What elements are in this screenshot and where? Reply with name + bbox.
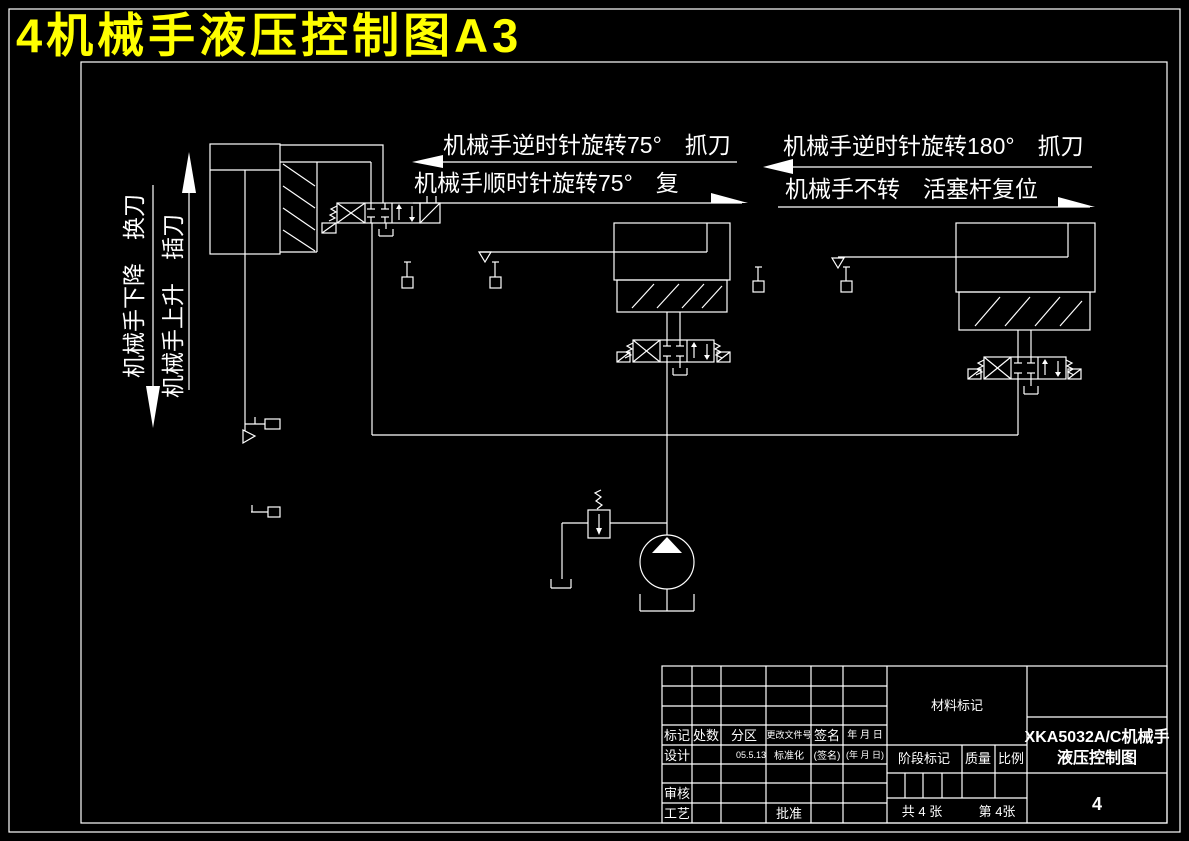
swing-cylinder-75: [477, 222, 731, 340]
tank-icon: [378, 223, 394, 237]
page-number: 4: [1092, 794, 1102, 814]
mount-block: [616, 279, 728, 313]
tank-icon: [639, 594, 695, 612]
right-solenoid-icon: [419, 196, 441, 224]
mount-hatch-icon: [974, 296, 1083, 327]
right-arrowhead-icon: [711, 193, 748, 203]
sheet-number: 第 4张: [979, 804, 1016, 819]
rod-end-arrow-icon: [242, 429, 257, 445]
left-spring-icon: [624, 342, 634, 359]
cushion-component-a: [401, 261, 414, 289]
rod-end-vent-icon: [477, 251, 493, 264]
rotation-180-annotation: 机械手逆时针旋转180° 抓刀 机械手不转 活塞杆复位: [763, 133, 1095, 208]
approve-label: 批准: [776, 806, 802, 821]
mark-label: 标记: [664, 728, 690, 743]
right-arrowhead-icon: [1058, 197, 1095, 207]
left-arrowhead-icon: [412, 155, 443, 168]
crossed-flow-icon: [983, 356, 1012, 380]
page-title: 4机械手液压控制图A3: [16, 9, 522, 62]
rod-component-lower: [251, 505, 281, 518]
right-solenoid-icon: [716, 351, 731, 363]
cushion-component-c: [752, 266, 765, 293]
closed-center-icon: [367, 203, 389, 223]
quality-label: 质量: [965, 751, 991, 766]
cushion-component-b: [489, 261, 502, 289]
hand-up-label: 机械手上升 插刀: [160, 214, 186, 398]
swing-cylinder-180: [830, 222, 1096, 357]
crossed-flow-icon: [632, 339, 661, 363]
right-solenoid-icon: [1067, 368, 1082, 380]
material-mark-label: 材料标记: [931, 698, 983, 713]
swing75-directional-valve: [616, 339, 731, 535]
change-doc-label: 更改文件号: [766, 729, 811, 740]
closed-center-icon: [1014, 357, 1035, 379]
wall-hatch-icon: [282, 163, 316, 252]
up-arrowhead-icon: [182, 152, 196, 193]
spring-icon: [328, 205, 338, 222]
inner-border: [80, 61, 1168, 824]
outer-border: [8, 8, 1181, 833]
hand-down-label: 机械手下降 换刀: [121, 194, 147, 378]
design-label: 设计: [664, 748, 690, 763]
left-solenoid-icon: [967, 368, 982, 380]
parallel-flow-icon: [396, 204, 415, 222]
tank-icon: [550, 579, 572, 589]
date-hint: (年 月 日): [846, 749, 884, 760]
pipe-a: [280, 144, 384, 203]
sign-label: 签名: [814, 728, 840, 743]
process-label: 工艺: [664, 806, 690, 821]
swing180-directional-valve: [967, 356, 1082, 435]
pump-triangle-icon: [652, 537, 682, 553]
left-solenoid-icon: [321, 222, 337, 234]
hydraulic-pump: [639, 534, 695, 612]
parallel-flow-icon: [1042, 359, 1061, 377]
title-block: 标记 处数 分区 更改文件号 签名 年 月 日 设计 05.5.13 标准化 (…: [661, 665, 1170, 824]
review-label: 审核: [664, 786, 690, 801]
ccw180-label: 机械手逆时针旋转180° 抓刀: [783, 133, 1084, 159]
spring-icon: [593, 489, 604, 510]
right-spring-icon: [713, 342, 723, 359]
ccw75-label: 机械手逆时针旋转75° 抓刀: [443, 132, 731, 158]
valve-body: [336, 202, 421, 224]
left-spring-icon: [975, 359, 985, 376]
valve-body: [983, 356, 1067, 380]
zone-label: 分区: [731, 728, 757, 743]
drawing-name-line1: XKA5032A/C机械手: [1025, 727, 1170, 746]
lift-directional-valve: [321, 196, 441, 435]
tank-icon: [672, 362, 688, 376]
lift-cylinder: [209, 143, 384, 518]
parallel-flow-icon: [691, 342, 710, 360]
vertical-annotation-group: 机械手下降 换刀 机械手上升 插刀: [121, 152, 196, 428]
signature-hint: (签名): [814, 749, 841, 762]
scale-label: 比例: [998, 751, 1024, 766]
left-solenoid-icon: [616, 351, 631, 363]
rotation-75-annotation: 机械手逆时针旋转75° 抓刀 机械手顺时针旋转75° 复: [412, 132, 748, 204]
left-arrowhead-icon: [763, 159, 793, 174]
rod-component-upper: [245, 417, 281, 430]
stage-mark-label: 阶段标记: [898, 751, 950, 766]
mount-block: [958, 291, 1091, 331]
closed-center-icon: [663, 340, 684, 362]
right-spring-icon: [1065, 359, 1075, 376]
tank-icon: [1023, 379, 1039, 395]
crossed-flow-icon: [336, 202, 366, 224]
mount-hatch-icon: [631, 283, 723, 309]
flow-arrow-icon: [596, 528, 602, 535]
relief-valve-body: [587, 509, 611, 539]
rod-end-vent-icon: [830, 257, 846, 270]
date-label: 年 月 日: [847, 728, 883, 741]
standardization-label: 标准化: [774, 749, 804, 762]
relief-valve: [550, 489, 667, 589]
sheets-total: 共 4 张: [902, 804, 942, 819]
valve-body: [632, 339, 715, 363]
no-rotate-label: 机械手不转 活塞杆复位: [785, 176, 1038, 202]
count-label: 处数: [693, 728, 719, 743]
down-arrowhead-icon: [146, 386, 160, 428]
drawing-name-line2: 液压控制图: [1057, 748, 1137, 767]
design-date: 05.5.13: [736, 750, 766, 760]
cw75-label: 机械手顺时针旋转75° 复: [414, 170, 679, 196]
cushion-component-d: [840, 266, 853, 293]
